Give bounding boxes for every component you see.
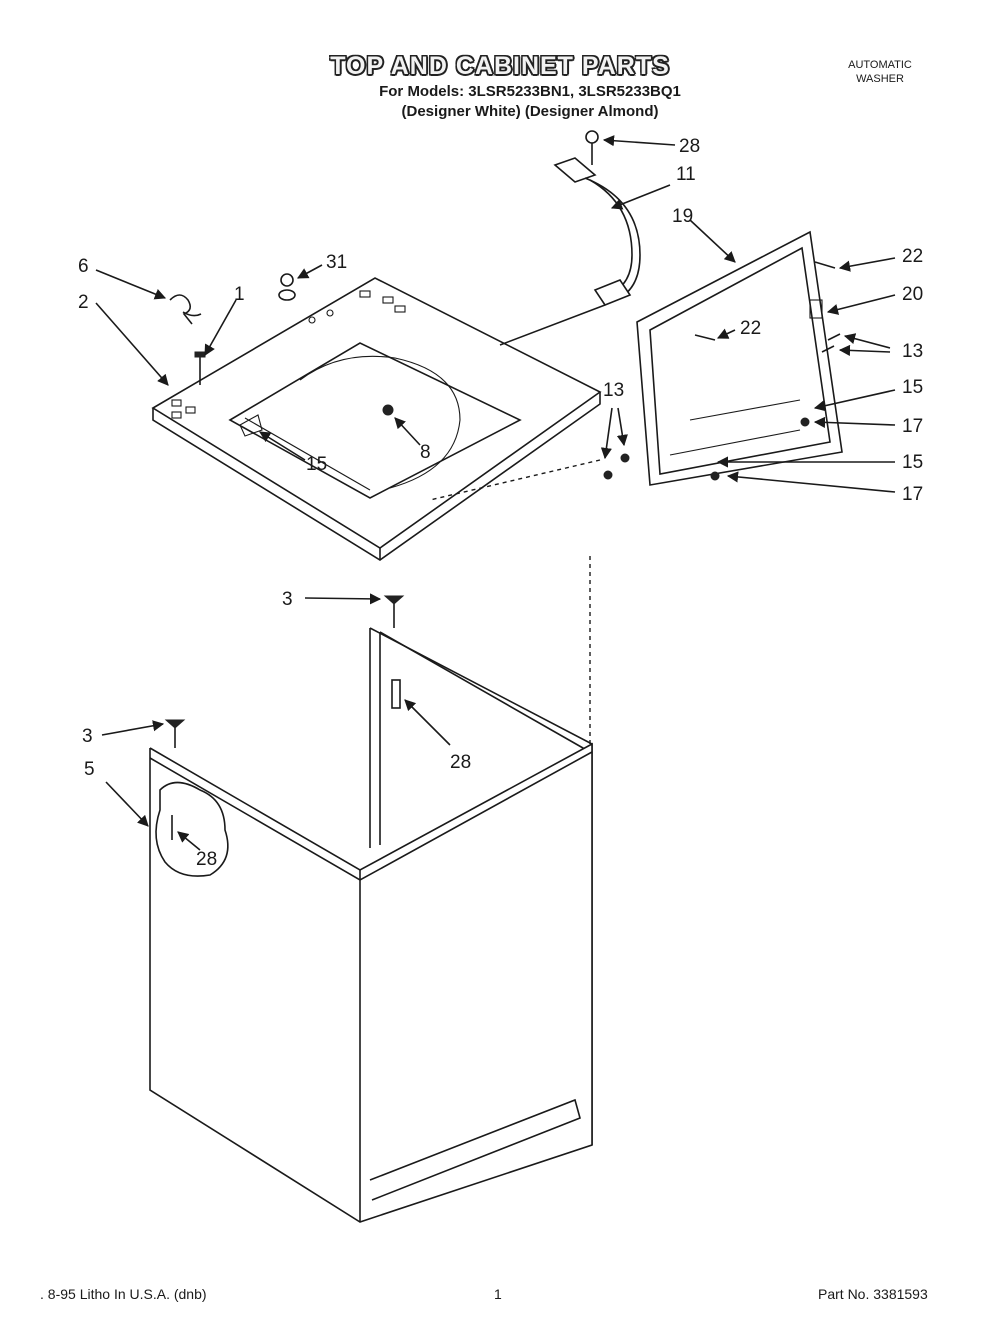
- part-number: Part No. 3381593: [818, 1286, 928, 1302]
- callout-2: 2: [78, 292, 89, 313]
- print-info: . 8-95 Litho In U.S.A. (dnb): [40, 1286, 207, 1302]
- washer-cabinet: [149, 627, 593, 1223]
- callout-15-right-upper: 15: [902, 377, 923, 398]
- callout-22-right: 22: [902, 246, 923, 267]
- document-type-line1: AUTOMATIC: [848, 59, 912, 71]
- callout-15-right-lower: 15: [902, 452, 923, 473]
- lid-hinge-clip-part: [169, 294, 202, 325]
- control-panel-frame: [603, 230, 843, 486]
- lid-switch-harness: [499, 157, 641, 346]
- cabinet-clip-lower: [164, 719, 186, 748]
- page-title: TOP AND CABINET PARTS: [330, 52, 670, 80]
- callout-6: 6: [78, 256, 89, 277]
- callout-28-low: 28: [196, 849, 217, 870]
- alignment-guide-2: [429, 459, 601, 501]
- model-colors: (Designer White) (Designer Almond): [401, 103, 659, 120]
- callout-15-top: 15: [306, 454, 327, 475]
- callout-19: 19: [672, 206, 693, 227]
- callout-3-lower: 3: [82, 726, 93, 747]
- cabinet-screw-upper: [391, 679, 401, 709]
- callout-20: 20: [902, 284, 923, 305]
- callout-11: 11: [676, 164, 696, 185]
- callout-13-right: 13: [902, 341, 923, 362]
- top-grommet-part: [382, 404, 394, 416]
- callout-31: 31: [326, 252, 347, 273]
- harness-screw-part: [585, 130, 599, 165]
- callout-17-upper: 17: [902, 416, 923, 437]
- callout-22-inner: 22: [740, 318, 761, 339]
- callout-1: 1: [234, 284, 245, 305]
- model-numbers: For Models: 3LSR5233BN1, 3LSR5233BQ1: [379, 83, 681, 100]
- cabinet-clip-upper: [383, 595, 405, 628]
- callout-3-upper: 3: [282, 589, 293, 610]
- callout-8: 8: [420, 442, 431, 463]
- document-type-line2: WASHER: [856, 73, 904, 85]
- callout-13-left: 13: [603, 380, 624, 401]
- page-number: 1: [494, 1286, 502, 1302]
- callout-28-mid: 28: [450, 752, 471, 773]
- callout-17-lower: 17: [902, 484, 923, 505]
- callout-5: 5: [84, 759, 95, 780]
- callout-28-top: 28: [679, 136, 700, 157]
- leader-lines: [95, 135, 896, 851]
- document-type: AUTOMATIC WASHER: [820, 58, 940, 86]
- top-plug-part: [278, 273, 296, 301]
- washer-top-panel: [151, 277, 602, 561]
